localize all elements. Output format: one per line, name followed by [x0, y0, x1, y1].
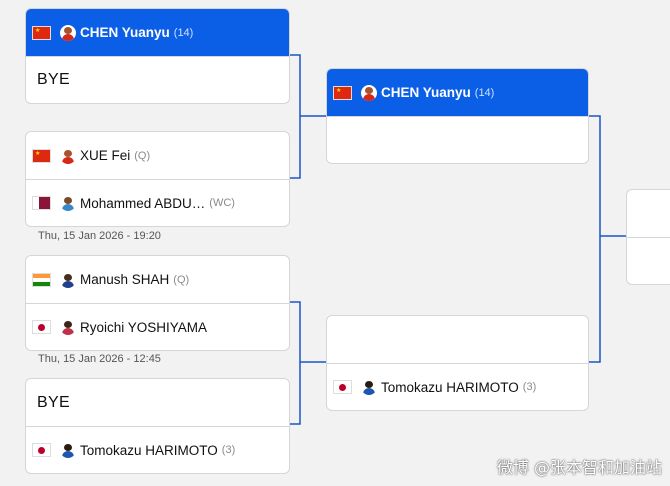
- player-row[interactable]: Mohammed ABDU… (WC): [26, 179, 289, 226]
- china-flag-icon: ★: [33, 26, 50, 39]
- match-datetime: Thu, 15 Jan 2026 - 12:45: [38, 353, 161, 365]
- player-seed: (14): [474, 86, 495, 99]
- player-name: Tomokazu HARIMOTO: [80, 442, 218, 458]
- player-row[interactable]: ★ XUE Fei (Q): [26, 132, 289, 179]
- match-r1-1[interactable]: ★ CHEN Yuanyu (14) BYE: [25, 8, 290, 104]
- player-name: Manush SHAH: [80, 272, 170, 287]
- qatar-flag-icon: [33, 197, 50, 209]
- bye-row: BYE: [26, 56, 289, 103]
- japan-flag-icon: [33, 444, 50, 456]
- bye-label: BYE: [37, 71, 70, 88]
- player-avatar: [361, 379, 377, 395]
- bye-label: BYE: [37, 393, 70, 411]
- china-flag-icon: ★: [33, 149, 50, 162]
- match-r1-4[interactable]: BYE Tomokazu HARIMOTO (3): [25, 378, 290, 474]
- empty-slot: [627, 190, 670, 237]
- match-r3-1[interactable]: [626, 189, 670, 285]
- player-row-selected[interactable]: ★ CHEN Yuanyu (14): [26, 9, 289, 56]
- player-avatar: [60, 195, 76, 211]
- player-row[interactable]: Tomokazu HARIMOTO (3): [327, 363, 588, 410]
- match-r1-3[interactable]: Manush SHAH (Q) Ryoichi YOSHIYAMA: [25, 255, 290, 351]
- player-row-selected[interactable]: ★ CHEN Yuanyu (14): [327, 69, 588, 116]
- match-r2-2[interactable]: Tomokazu HARIMOTO (3): [326, 315, 589, 411]
- empty-slot: [327, 116, 588, 163]
- player-name: Mohammed ABDU…: [80, 195, 206, 211]
- japan-flag-icon: [33, 321, 50, 333]
- match-datetime: Thu, 15 Jan 2026 - 19:20: [38, 230, 161, 242]
- player-seed: (Q): [173, 273, 190, 286]
- player-avatar: [60, 271, 76, 288]
- player-name: XUE Fei: [80, 148, 131, 163]
- player-avatar: [60, 24, 76, 41]
- player-seed: (14): [173, 26, 194, 39]
- player-avatar: [361, 84, 377, 101]
- japan-flag-icon: [334, 381, 351, 393]
- player-name: Ryoichi YOSHIYAMA: [80, 319, 208, 335]
- match-r2-1[interactable]: ★ CHEN Yuanyu (14): [326, 68, 589, 164]
- player-seed: (WC): [209, 197, 235, 209]
- match-r1-2[interactable]: ★ XUE Fei (Q) Mohammed ABDU… (WC): [25, 131, 290, 227]
- bye-row: BYE: [26, 379, 289, 426]
- player-seed: (3): [221, 444, 236, 456]
- china-flag-icon: ★: [334, 86, 351, 99]
- watermark: 微博 @张本智和加油站: [496, 458, 662, 477]
- player-row[interactable]: Manush SHAH (Q): [26, 256, 289, 303]
- player-seed: (Q): [134, 149, 151, 162]
- player-seed: (3): [522, 381, 537, 393]
- player-avatar: [60, 442, 76, 458]
- empty-slot: [327, 316, 588, 363]
- india-flag-icon: [33, 273, 50, 286]
- player-name: CHEN Yuanyu: [381, 85, 471, 100]
- player-row[interactable]: Ryoichi YOSHIYAMA: [26, 303, 289, 350]
- player-name: CHEN Yuanyu: [80, 25, 170, 40]
- player-avatar: [60, 147, 76, 164]
- empty-slot: [627, 237, 670, 284]
- player-avatar: [60, 319, 76, 335]
- player-name: Tomokazu HARIMOTO: [381, 379, 519, 395]
- player-row[interactable]: Tomokazu HARIMOTO (3): [26, 426, 289, 473]
